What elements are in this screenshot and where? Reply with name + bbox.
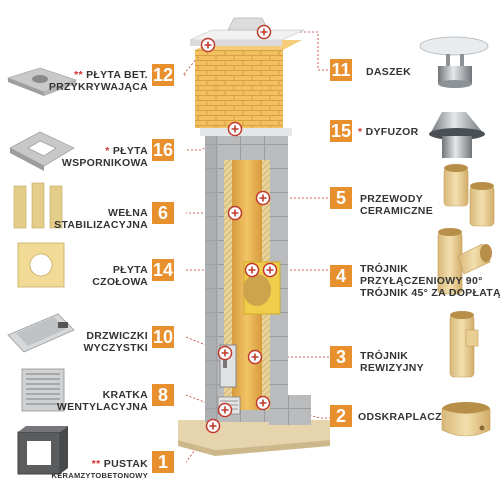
label-11: DASZEK	[366, 66, 411, 78]
label-15: * DYFUZOR	[358, 126, 419, 138]
diffuser-thumbnail	[429, 112, 485, 158]
vent-grille-thumbnail	[21, 368, 65, 412]
badge-15: 15	[330, 120, 352, 142]
label-14: PŁYTA CZOŁOWA	[92, 264, 148, 288]
label-15-marker: *	[358, 126, 363, 138]
badge-2: 2	[330, 405, 352, 427]
chimney-cap	[227, 17, 269, 31]
badge-8: 8	[152, 384, 174, 406]
cap-thumbnail	[419, 36, 489, 88]
label-4: TRÓJNIK PRZYŁĄCZENIOWY 90° TRÓJNIK 45° Z…	[360, 263, 500, 299]
label-12: ** PŁYTA BET. PRZYKRYWAJĄCA	[48, 69, 148, 93]
brick-head	[195, 50, 283, 128]
label-1-marker: **	[91, 458, 101, 470]
badge-12: 12	[152, 64, 174, 86]
badge-4: 4	[330, 265, 352, 287]
label-16: * PŁYTA WSPORNIKOWA	[61, 145, 148, 169]
label-3: TRÓJNIK REWIZYJNY	[360, 350, 424, 374]
ceramic-flue-thumbnail	[443, 164, 495, 227]
wool-thumbnail	[13, 182, 63, 229]
badge-5: 5	[330, 187, 352, 209]
label-8: KRATKA WENTYLACYJNA	[56, 389, 148, 413]
cover-plate-thumbnail	[6, 67, 78, 96]
support-plate	[200, 128, 292, 136]
label-16-marker: *	[105, 145, 110, 157]
condensate-trap-thumbnail	[441, 402, 491, 437]
label-10: DRZWICZKI WYCZYSTKI	[83, 330, 148, 354]
product-thumbnails-left	[6, 67, 78, 475]
base-block	[269, 395, 311, 425]
front-plate-thumbnail	[17, 242, 65, 288]
product-thumbnails-right	[419, 36, 495, 437]
connector-tee-thumbnail	[437, 228, 492, 295]
badge-10: 10	[152, 326, 174, 348]
badge-3: 3	[330, 346, 352, 368]
connector-pipe	[243, 274, 271, 306]
label-5: PRZEWODY CERAMICZNE	[360, 193, 433, 217]
label-1: ** PUSTAK KERAMZYTOBETONOWY	[51, 458, 148, 480]
block-thumbnail	[17, 426, 68, 475]
badge-11: 11	[330, 59, 352, 81]
badge-6: 6	[152, 202, 174, 224]
label-2: ODSKRAPLACZ	[358, 411, 442, 423]
inspection-tee-thumbnail	[449, 311, 479, 378]
label-12-marker: **	[74, 69, 83, 81]
badge-1: 1	[152, 451, 174, 473]
plus-markers	[200, 24, 278, 434]
support-plate-thumbnail	[9, 131, 75, 171]
leader-line-11	[264, 31, 330, 71]
badge-14: 14	[152, 259, 174, 281]
badge-16: 16	[152, 139, 174, 161]
cleanout-door-thumbnail	[7, 313, 75, 353]
leader-line-1	[185, 425, 214, 463]
label-6: WEŁNA STABILIZACYJNA	[54, 207, 148, 231]
